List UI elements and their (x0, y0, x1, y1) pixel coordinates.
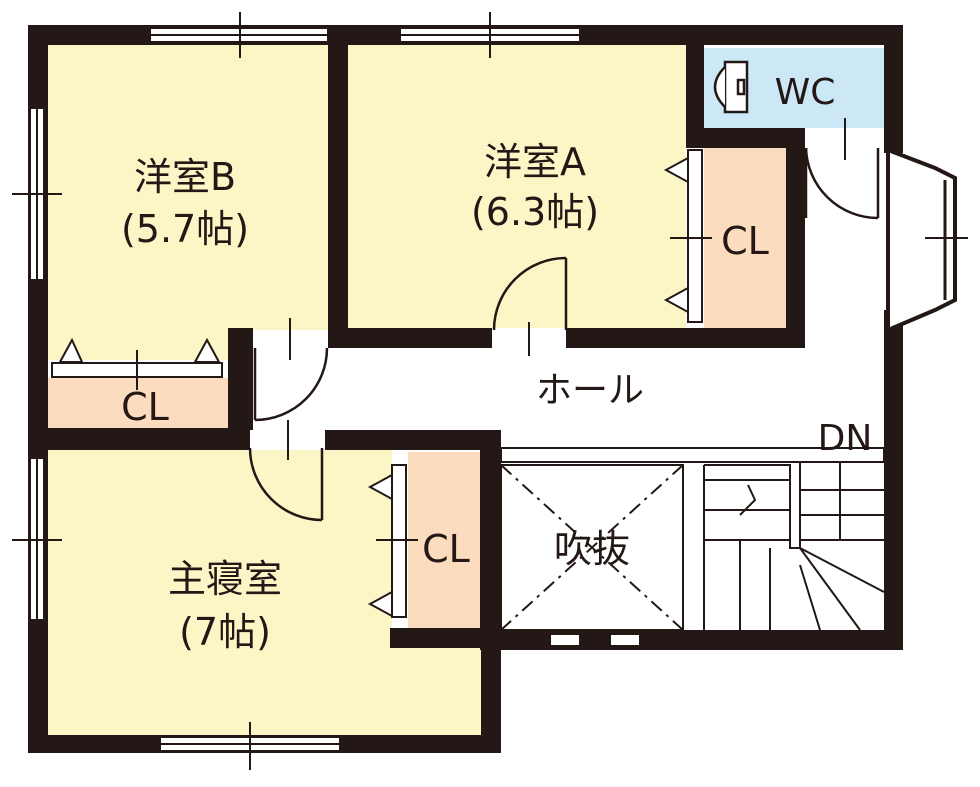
closet-room-b-label: CL (121, 385, 169, 429)
master-bedroom-name: 主寝室 (168, 557, 282, 601)
master-bedroom-size: (7帖) (179, 610, 271, 654)
windows (12, 12, 641, 770)
closet-room-a-floor (704, 148, 786, 328)
walls (28, 25, 903, 753)
room-a-name: 洋室A (484, 140, 586, 184)
hall-label: ホール (536, 370, 644, 411)
room-b-name: 洋室B (134, 155, 236, 199)
closet-doors (51, 149, 712, 618)
closet-master-label: CL (422, 527, 470, 571)
staircase (500, 447, 885, 631)
closet-master-floor (408, 452, 484, 628)
stairs-down-label: DN (818, 418, 873, 459)
doors (248, 147, 880, 522)
room-b-floor (45, 42, 328, 360)
hall-floor (253, 348, 884, 430)
door-opening-wc (806, 128, 881, 148)
room-b-size: (5.7帖) (121, 207, 249, 251)
toilet-icon (713, 60, 749, 114)
room-a-size: (6.3帖) (471, 190, 599, 234)
void-area (500, 464, 684, 631)
wc-label: WC (775, 72, 836, 113)
master-bedroom-floor (45, 448, 482, 738)
void-label: 吹抜 (554, 527, 630, 571)
door-marks (287, 118, 846, 460)
closet-room-a-label: CL (721, 219, 769, 263)
room-a-floor (348, 42, 686, 328)
bay-window (886, 147, 968, 334)
